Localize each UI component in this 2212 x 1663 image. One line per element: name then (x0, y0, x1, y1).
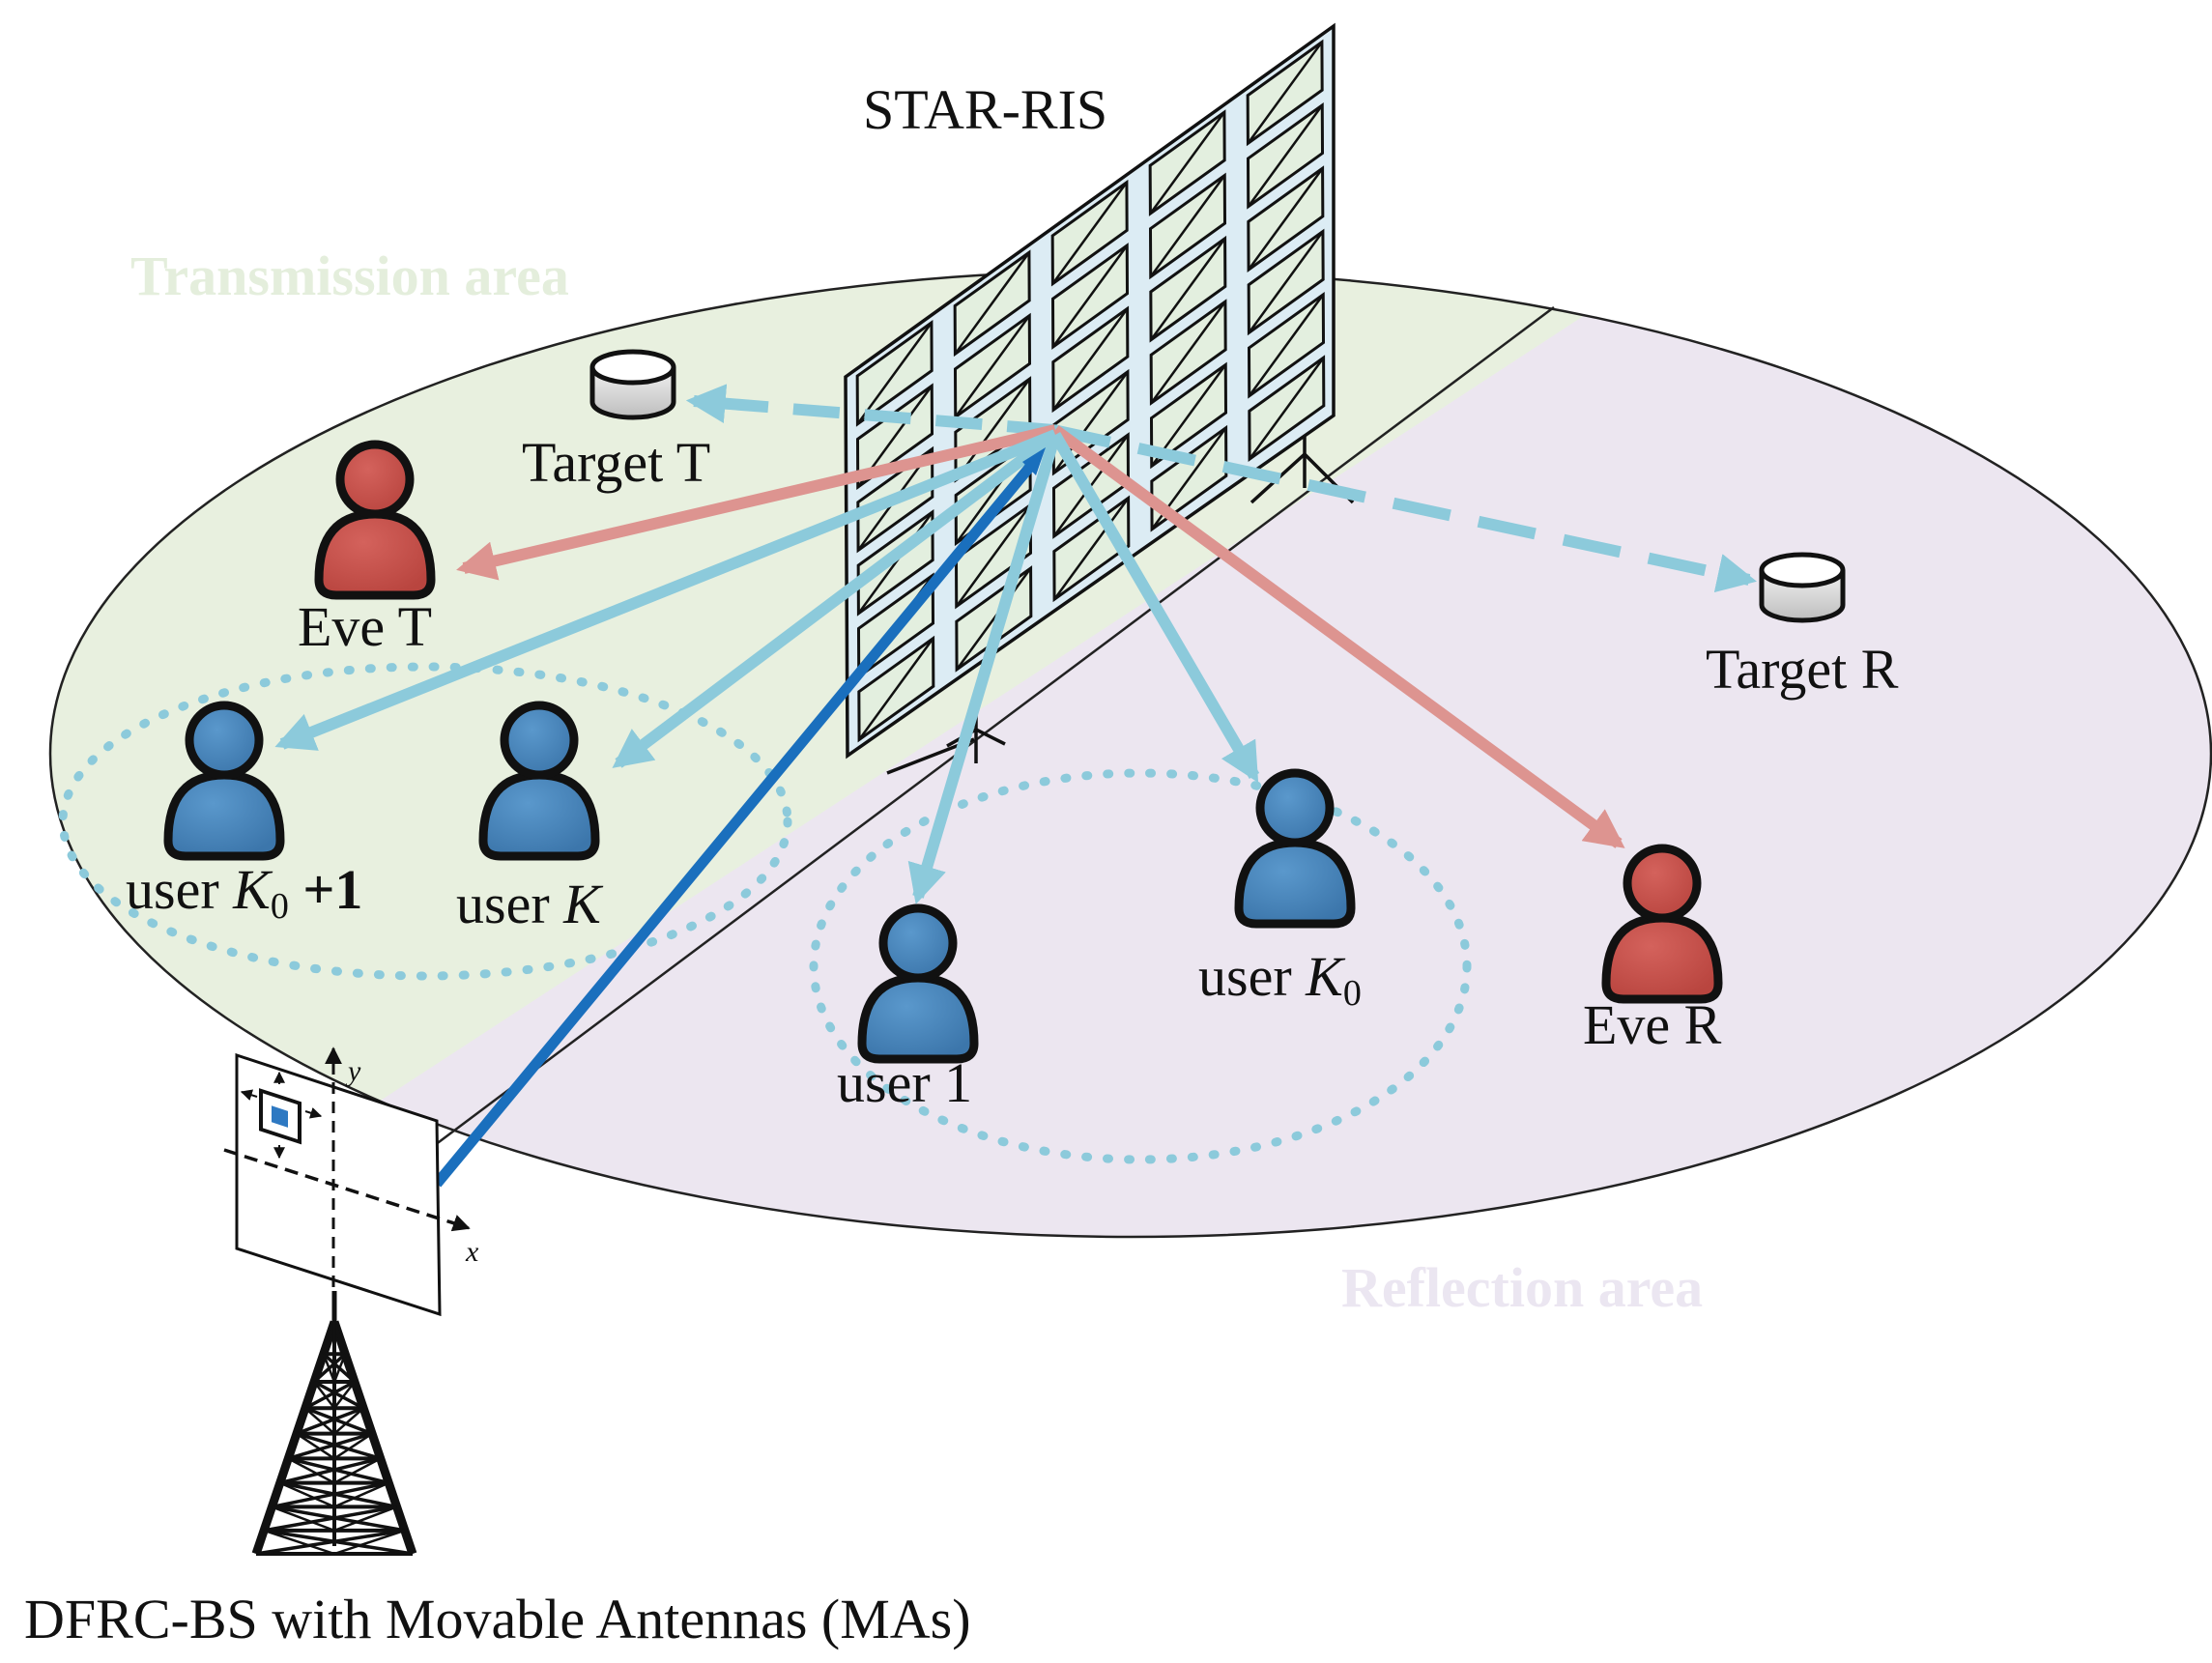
target-r-icon (1762, 555, 1843, 620)
comm-link-user-k0 (1049, 431, 1260, 784)
signal-links (274, 384, 1757, 1188)
bs-label: DFRC-BS with Movable Antennas (MAs) (24, 1588, 971, 1650)
target-t-icon (592, 352, 674, 417)
tower-strut (255, 1529, 406, 1556)
tower-strut (333, 1505, 398, 1533)
tower-strut (287, 1457, 335, 1484)
tower-strut (287, 1456, 389, 1485)
ris-element-diagonal (1248, 167, 1324, 271)
ris-element-diagonal (856, 322, 933, 425)
ris-element-diagonal (954, 314, 1031, 418)
bs-tower-icon (251, 1291, 417, 1556)
tower-strut (313, 1381, 335, 1410)
reflection-area-label: Reflection area (1341, 1256, 1703, 1319)
tower-strut (332, 1353, 347, 1383)
movable-antenna-panel: y x (223, 1047, 479, 1317)
comm-link-user-k0-plus1 (274, 429, 1058, 751)
tower-strut (279, 1456, 382, 1485)
ris-element-diagonal (956, 567, 1032, 671)
tower-strut (333, 1457, 382, 1484)
ris-element-diagonal (954, 251, 1030, 355)
ris-element-diagonal (1247, 104, 1324, 208)
comm-link-user-1 (907, 433, 1061, 904)
tower-strut (296, 1432, 335, 1460)
star-ris-label: STAR-RIS (863, 78, 1107, 141)
tower-strut (333, 1529, 406, 1556)
user-k0-label: user K0 (1198, 945, 1362, 1014)
sensing-link-target-t (685, 384, 1054, 436)
tower-strut (263, 1529, 335, 1556)
ris-element-diagonal (1053, 497, 1130, 600)
tower-strut (333, 1407, 364, 1435)
ris-element-diagonal (1249, 357, 1325, 460)
x-axis-arrow (448, 1215, 471, 1232)
tower-strut (287, 1431, 373, 1461)
tower-strut (333, 1481, 389, 1508)
area-divider (434, 305, 1555, 1147)
tower-strut (332, 1321, 347, 1355)
ris-element-diagonal (1051, 244, 1129, 348)
tower-strut (304, 1380, 356, 1410)
ris-element-diagonal (955, 378, 1031, 481)
user-k-label: user K (456, 873, 604, 935)
star-ris-panel (844, 22, 1355, 775)
ris-element-diagonal (1051, 182, 1128, 285)
tower-strut (263, 1505, 397, 1533)
ris-element-diagonal (1052, 307, 1129, 411)
tower-strut (279, 1481, 335, 1508)
movable-antenna-element (240, 1071, 323, 1160)
tower-strut (296, 1406, 364, 1436)
tower-strut (304, 1407, 335, 1435)
tower-strut (304, 1406, 373, 1436)
sensing-link-target-r (1051, 424, 1757, 593)
ris-element-diagonal (857, 511, 934, 615)
tower-strut (313, 1380, 364, 1410)
tower-strut (333, 1381, 356, 1410)
ris-element-diagonal (1149, 111, 1225, 215)
user-k0-plus1-label: user K0 +1 (126, 858, 362, 927)
tower-strut (271, 1505, 335, 1533)
eve-r-label: Eve R (1583, 993, 1722, 1056)
eve-t-label: Eve T (298, 595, 432, 658)
y-axis-label: y (345, 1055, 361, 1087)
ris-element-diagonal (1150, 238, 1226, 341)
tower-strut (272, 1480, 389, 1509)
target-t-label: Target T (522, 431, 710, 494)
user-1-label: user 1 (837, 1051, 972, 1114)
x-axis-label: x (465, 1236, 479, 1268)
transmission-area-label: Transmission area (130, 244, 569, 307)
ris-element-diagonal (1247, 41, 1323, 145)
tower-strut (322, 1321, 336, 1355)
tower-strut (333, 1432, 373, 1460)
tower-strut (322, 1353, 336, 1383)
comm-link-user-k (612, 430, 1059, 768)
ris-element-diagonal (1150, 301, 1226, 404)
ris-element-diagonal (1248, 230, 1324, 334)
ris-element-diagonal (955, 503, 1032, 608)
transmission-user-group (58, 662, 792, 981)
ris-element-diagonal (1248, 294, 1325, 397)
reflection-user-group (809, 768, 1472, 1164)
ris-element-diagonal (858, 637, 934, 741)
bs-to-ris-link (432, 458, 1039, 1188)
tower-strut (296, 1431, 382, 1461)
eve-link-t (456, 424, 1057, 581)
ris-element-diagonal (1149, 174, 1226, 278)
eve-link-r (1051, 425, 1625, 848)
target-r-label: Target R (1706, 638, 1899, 701)
